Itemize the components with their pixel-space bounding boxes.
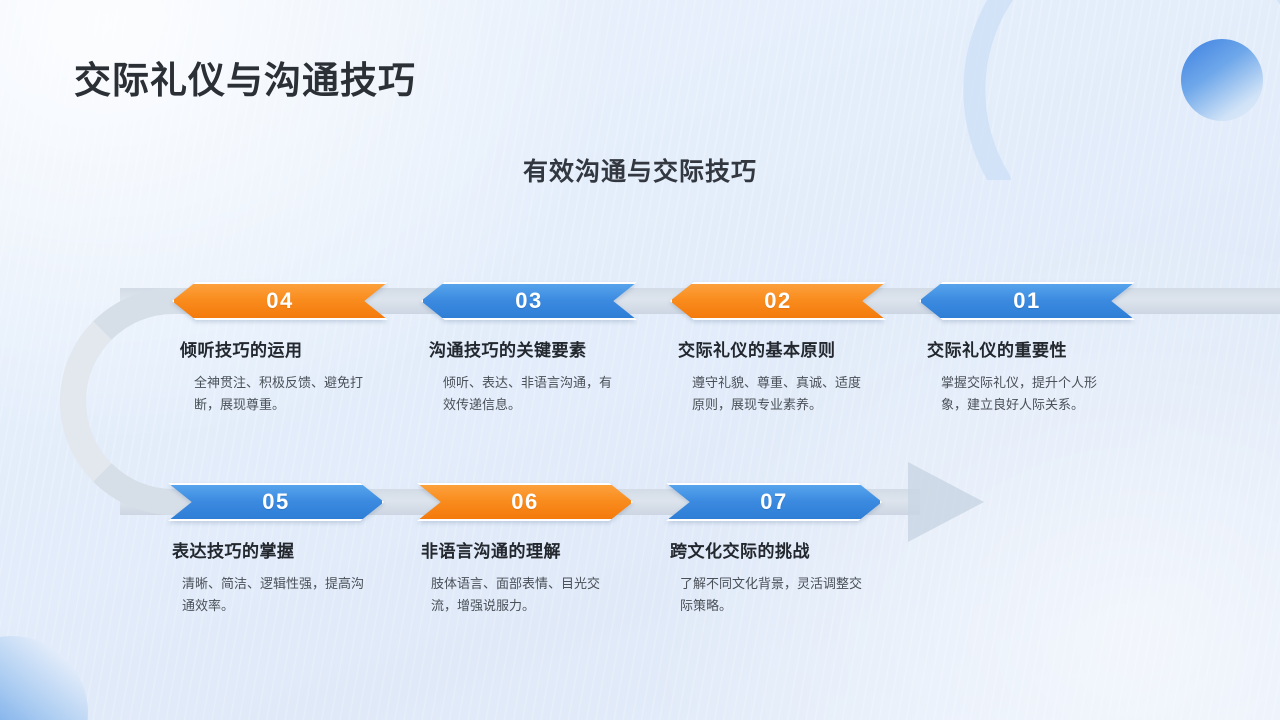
chevron-shape [421, 282, 637, 320]
decorative-arc [963, 0, 1280, 180]
step-chevron-03[interactable]: 03 [421, 282, 637, 320]
step-title: 交际礼仪的重要性 [927, 341, 1067, 360]
chevron-shape [670, 282, 886, 320]
step-chevron-07[interactable]: 07 [666, 483, 882, 521]
process-step-01[interactable]: 01 交际礼仪的重要性 掌握交际礼仪，提升个人形象，建立良好人际关系。 [919, 282, 1135, 417]
step-description: 肢体语言、面部表情、目光交流，增强说服力。 [431, 576, 601, 614]
process-step-04[interactable]: 04 倾听技巧的运用 全神贯注、积极反馈、避免打断，展现尊重。 [172, 282, 388, 417]
chevron-shape [172, 282, 388, 320]
step-number: 03 [515, 288, 543, 313]
step-number: 07 [760, 489, 788, 514]
step-chevron-06[interactable]: 06 [417, 483, 633, 521]
step-chevron-02[interactable]: 02 [670, 282, 886, 320]
track-arrowhead-icon [908, 462, 984, 542]
step-title: 沟通技巧的关键要素 [429, 341, 587, 360]
step-description: 清晰、简洁、逻辑性强，提高沟通效率。 [182, 576, 365, 614]
process-step-06[interactable]: 06 非语言沟通的理解 肢体语言、面部表情、目光交流，增强说服力。 [417, 483, 633, 618]
step-title: 倾听技巧的运用 [180, 341, 303, 360]
step-number: 05 [262, 489, 290, 514]
chevron-shape [919, 282, 1135, 320]
step-title: 非语言沟通的理解 [421, 542, 561, 561]
step-description: 掌握交际礼仪，提升个人形象，建立良好人际关系。 [941, 375, 1098, 413]
step-chevron-04[interactable]: 04 [172, 282, 388, 320]
decorative-circle-top-right [1181, 39, 1263, 121]
step-number: 06 [511, 489, 539, 514]
process-step-07[interactable]: 07 跨文化交际的挑战 了解不同文化背景，灵活调整交际策略。 [666, 483, 882, 618]
step-title: 表达技巧的掌握 [172, 542, 295, 561]
step-description: 倾听、表达、非语言沟通，有效传递信息。 [443, 375, 613, 413]
step-description: 遵守礼貌、尊重、真诚、适度原则，展现专业素养。 [692, 375, 862, 413]
step-title: 跨文化交际的挑战 [670, 542, 810, 561]
page-title: 交际礼仪与沟通技巧 [74, 60, 416, 101]
chevron-shape [417, 483, 633, 521]
process-step-02[interactable]: 02 交际礼仪的基本原则 遵守礼貌、尊重、真诚、适度原则，展现专业素养。 [670, 282, 886, 417]
step-number: 04 [266, 288, 294, 313]
step-description: 全神贯注、积极反馈、避免打断，展现尊重。 [194, 375, 364, 413]
step-title: 交际礼仪的基本原则 [678, 341, 836, 360]
step-chevron-01[interactable]: 01 [919, 282, 1135, 320]
step-chevron-05[interactable]: 05 [168, 483, 384, 521]
step-description: 了解不同文化背景，灵活调整交际策略。 [680, 576, 863, 614]
step-number: 02 [764, 288, 792, 313]
process-step-03[interactable]: 03 沟通技巧的关键要素 倾听、表达、非语言沟通，有效传递信息。 [421, 282, 637, 417]
page-subtitle: 有效沟通与交际技巧 [522, 158, 757, 186]
step-number: 01 [1013, 288, 1041, 313]
process-step-05[interactable]: 05 表达技巧的掌握 清晰、简洁、逻辑性强，提高沟通效率。 [168, 483, 384, 618]
chevron-shape [168, 483, 384, 521]
